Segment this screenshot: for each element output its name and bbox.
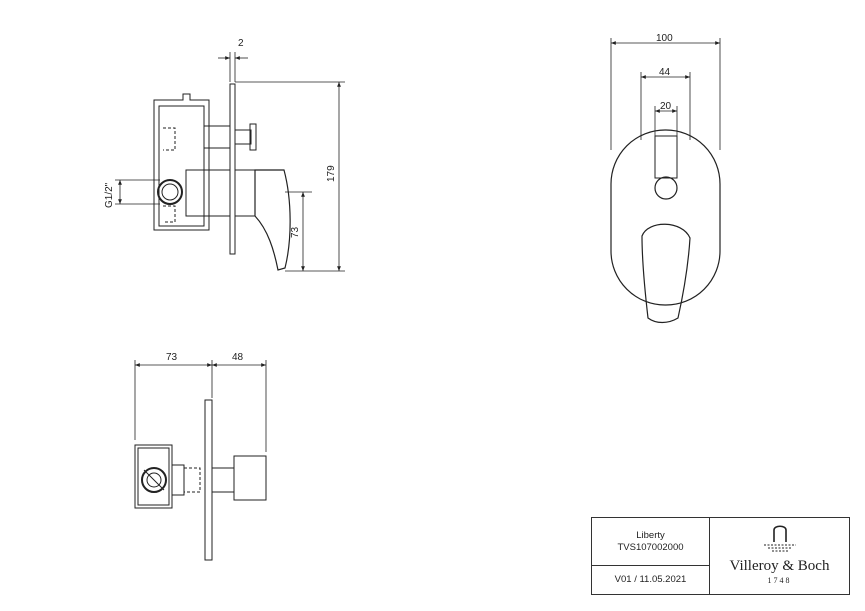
product-name: Liberty bbox=[636, 530, 665, 541]
dim-side-thickness: 2 bbox=[238, 38, 244, 49]
front-view bbox=[610, 129, 721, 324]
bottom-view bbox=[134, 399, 267, 561]
revision-date: V01 / 11.05.2021 bbox=[614, 574, 687, 585]
article-number: TVS107002000 bbox=[617, 542, 684, 553]
dim-bottom-projection: 48 bbox=[232, 352, 244, 363]
side-view bbox=[153, 83, 291, 271]
title-block-product-cell: Liberty TVS107002000 bbox=[592, 518, 709, 566]
title-block-info: Liberty TVS107002000 V01 / 11.05.2021 bbox=[592, 518, 710, 594]
dim-front-small: 20 bbox=[660, 101, 672, 112]
title-block: Liberty TVS107002000 V01 / 11.05.2021 Vi… bbox=[591, 517, 850, 595]
dim-side-height: 179 bbox=[326, 165, 337, 182]
side-view-dimensions bbox=[115, 52, 345, 272]
bottom-view-dimensions bbox=[134, 360, 267, 452]
brand-cell: Villeroy & Boch 1748 bbox=[710, 518, 849, 594]
dim-bottom-body: 73 bbox=[166, 352, 178, 363]
villeroy-boch-logo-icon bbox=[764, 525, 796, 552]
brand-year: 1748 bbox=[767, 576, 792, 585]
brand-name: Villeroy & Boch bbox=[729, 558, 830, 574]
dim-front-inner: 44 bbox=[659, 67, 671, 78]
dim-side-thread: G1/2" bbox=[104, 182, 115, 208]
front-view-dimensions bbox=[610, 38, 721, 150]
dim-front-width: 100 bbox=[656, 33, 673, 44]
dim-side-handle-height: 73 bbox=[290, 226, 301, 238]
